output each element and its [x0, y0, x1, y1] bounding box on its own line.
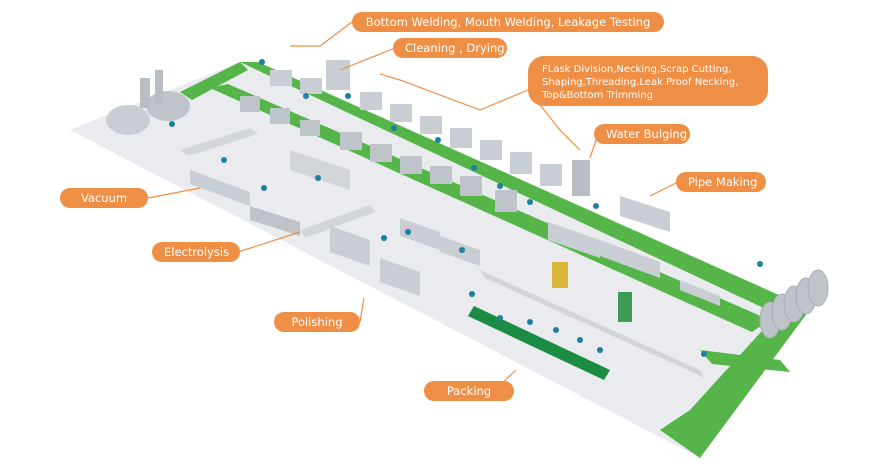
wall-packing: [480, 270, 705, 378]
leader-flask: [379, 73, 529, 111]
label-flask-division: FLask Division,Necking,Scrap Cutting, Sh…: [528, 56, 768, 106]
walkway-right: [700, 350, 790, 372]
label-pipe-making: Pipe Making: [676, 172, 766, 192]
label-packing: Packing: [424, 381, 514, 401]
label-vacuum: Vacuum: [60, 188, 148, 208]
yellow-press: [552, 262, 568, 288]
workers: [169, 59, 763, 357]
label-cleaning-drying: Cleaning , Drying: [393, 38, 507, 58]
label-flask-division-line-1: FLask Division,Necking,Scrap Cutting,: [542, 64, 732, 75]
leader-pipe-making: [649, 181, 679, 197]
walkway-left: [180, 62, 248, 100]
label-flask-division-line-2: Shaping,Threading,Leak Proof Necking,: [542, 77, 739, 88]
label-polishing: Polishing: [274, 312, 360, 332]
factory-floor: [70, 62, 790, 458]
electrolysis-tanks: [190, 170, 300, 236]
leader-polishing: [359, 297, 365, 323]
label-flask-division-line-3: Top&Bottom Trimming: [542, 90, 654, 101]
machine-row-lower: [240, 96, 517, 212]
green-machine: [618, 292, 632, 322]
walkway-bottom: [660, 300, 808, 458]
label-bottom-welding: Bottom Welding, Mouth Welding, Leakage T…: [352, 12, 664, 32]
walkway-main: [240, 62, 790, 312]
leader-cleaning: [339, 47, 396, 71]
pipe-making-line: [548, 196, 720, 306]
wall-vacuum-room: [290, 150, 350, 190]
vacuum-machines: [106, 70, 190, 135]
leader-vacuum: [147, 187, 201, 199]
label-water-bulging: Water Bulging: [594, 124, 690, 144]
wall-partition: [300, 205, 375, 238]
machine-row-upper: [270, 60, 562, 186]
wall-electrolysis: [180, 128, 258, 156]
water-bulging-press: [572, 160, 590, 196]
leader-bottom-welding: [290, 21, 353, 47]
label-electrolysis: Electrolysis: [152, 242, 240, 262]
packing-conveyor: [468, 306, 610, 380]
leader-electrolysis: [237, 231, 301, 253]
steel-coils: [759, 269, 829, 339]
